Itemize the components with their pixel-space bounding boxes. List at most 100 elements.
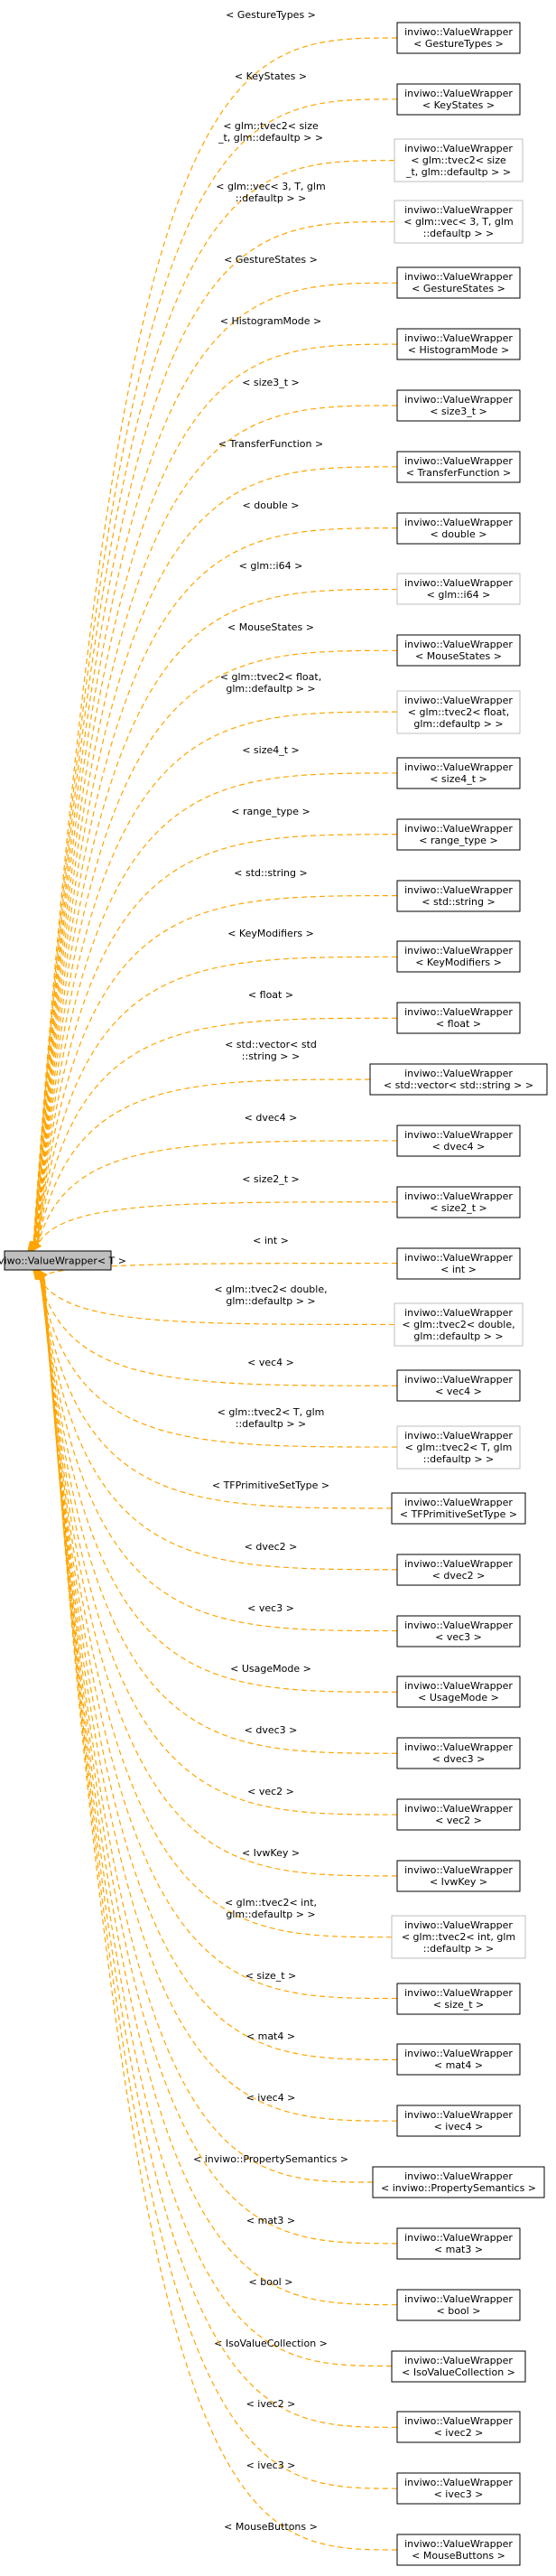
- derived-class-box[interactable]: [391, 1492, 526, 1525]
- derived-class-box[interactable]: [396, 328, 521, 360]
- derived-class-box[interactable]: [391, 1915, 526, 1959]
- derived-class-box[interactable]: [396, 1675, 521, 1708]
- derived-class-node[interactable]: inviwo::ValueWrapper< KeyStates >: [396, 83, 521, 116]
- derived-class-node[interactable]: inviwo::ValueWrapper< dvec2 >: [396, 1554, 521, 1586]
- derived-class-label: < KeyStates >: [422, 99, 495, 111]
- derived-class-node[interactable]: inviwo::ValueWrapper< mat3 >: [396, 2227, 521, 2260]
- derived-class-node[interactable]: inviwo::ValueWrapper< glm::tvec2< double…: [394, 1302, 524, 1347]
- derived-class-box[interactable]: [396, 1737, 521, 1769]
- derived-class-box[interactable]: [396, 880, 521, 912]
- derived-class-node[interactable]: inviwo::ValueWrapper< dvec3 >: [396, 1737, 521, 1769]
- derived-class-box[interactable]: [396, 1798, 521, 1831]
- edge-label: < MouseButtons >: [224, 2521, 318, 2533]
- derived-class-box[interactable]: [396, 757, 521, 789]
- derived-class-box[interactable]: [396, 389, 521, 422]
- derived-class-node[interactable]: inviwo::ValueWrapper< double >: [396, 512, 521, 545]
- derived-class-box[interactable]: [372, 2166, 545, 2198]
- derived-class-node[interactable]: inviwo::ValueWrapper< std::vector< std::…: [369, 1063, 548, 1096]
- base-class-box[interactable]: [4, 1250, 112, 1271]
- derived-class-label: < std::vector< std::string > >: [384, 1079, 533, 1091]
- derived-class-box[interactable]: [391, 2350, 526, 2383]
- derived-class-node[interactable]: inviwo::ValueWrapper< vec2 >: [396, 1798, 521, 1831]
- derived-class-box[interactable]: [396, 1186, 521, 1218]
- derived-class-node[interactable]: inviwo::ValueWrapper< range_type >: [396, 818, 521, 851]
- derived-class-box[interactable]: [396, 940, 521, 973]
- derived-class-label: < ivec3 >: [434, 2488, 484, 2500]
- derived-class-node[interactable]: inviwo::ValueWrapper< size3_t >: [396, 389, 521, 422]
- derived-class-box[interactable]: [396, 1983, 521, 2015]
- derived-class-node[interactable]: inviwo::ValueWrapper< UsageMode >: [396, 1675, 521, 1708]
- derived-class-box[interactable]: [394, 1302, 524, 1347]
- derived-class-box[interactable]: [396, 451, 521, 483]
- derived-class-box[interactable]: [396, 1554, 521, 1586]
- derived-class-label: < dvec4 >: [432, 1141, 486, 1153]
- derived-class-node[interactable]: inviwo::ValueWrapper< IsoValueCollection…: [391, 2350, 526, 2383]
- derived-class-node[interactable]: inviwo::ValueWrapper< float >: [396, 1002, 521, 1034]
- derived-class-node[interactable]: inviwo::ValueWrapper< TransferFunction >: [396, 451, 521, 483]
- derived-class-node[interactable]: inviwo::ValueWrapper< glm::tvec2< int, g…: [391, 1915, 526, 1959]
- derived-class-box[interactable]: [396, 512, 521, 545]
- derived-class-box[interactable]: [396, 2043, 521, 2076]
- derived-class-box[interactable]: [396, 266, 521, 299]
- derived-class-box[interactable]: [396, 2472, 521, 2505]
- derived-class-node[interactable]: inviwo::ValueWrapper< glm::tvec2< float,…: [396, 690, 521, 734]
- derived-class-box[interactable]: [396, 818, 521, 851]
- derived-class-node[interactable]: inviwo::ValueWrapper< glm::tvec2< size_t…: [394, 138, 524, 182]
- derived-class-box[interactable]: [394, 138, 524, 182]
- derived-class-box[interactable]: [396, 634, 521, 667]
- derived-class-node[interactable]: inviwo::ValueWrapper< ivec3 >: [396, 2472, 521, 2505]
- derived-class-label: < vec4 >: [435, 1386, 482, 1397]
- derived-class-node[interactable]: inviwo::ValueWrapper< int >: [396, 1247, 521, 1280]
- derived-class-node[interactable]: inviwo::ValueWrapper< GestureStates >: [396, 266, 521, 299]
- derived-class-box[interactable]: [396, 1125, 521, 1157]
- derived-class-box[interactable]: [396, 2227, 521, 2260]
- derived-class-box[interactable]: [396, 2105, 521, 2137]
- derived-class-box[interactable]: [396, 1615, 521, 1647]
- derived-class-node[interactable]: inviwo::ValueWrapper< TFPrimitiveSetType…: [391, 1492, 526, 1525]
- derived-class-node[interactable]: inviwo::ValueWrapper< glm::tvec2< T, glm…: [396, 1425, 521, 1470]
- derived-class-node[interactable]: inviwo::ValueWrapper< ivec4 >: [396, 2105, 521, 2137]
- derived-class-node[interactable]: inviwo::ValueWrapper< IvwKey >: [396, 1860, 521, 1892]
- derived-class-node[interactable]: inviwo::ValueWrapper< size_t >: [396, 1983, 521, 2015]
- inheritance-arrowhead: [38, 1269, 48, 1280]
- derived-class-node[interactable]: inviwo::ValueWrapper< HistogramMode >: [396, 328, 521, 360]
- derived-class-box[interactable]: [396, 83, 521, 116]
- derived-class-node[interactable]: inviwo::ValueWrapper< size2_t >: [396, 1186, 521, 1218]
- derived-class-box[interactable]: [396, 690, 521, 734]
- derived-class-box[interactable]: [396, 1425, 521, 1470]
- derived-class-node[interactable]: inviwo::ValueWrapper< mat4 >: [396, 2043, 521, 2076]
- derived-class-node[interactable]: inviwo::ValueWrapper< bool >: [396, 2289, 521, 2321]
- derived-class-node[interactable]: inviwo::ValueWrapper< glm::i64 >: [396, 573, 521, 605]
- derived-class-node[interactable]: inviwo::ValueWrapper< KeyModifiers >: [396, 940, 521, 973]
- derived-class-label: inviwo::ValueWrapper: [404, 2477, 513, 2488]
- derived-class-label: < range_type >: [419, 835, 497, 846]
- base-class-node[interactable]: inviwo::ValueWrapper< T >: [0, 1250, 126, 1271]
- derived-class-box[interactable]: [369, 1063, 548, 1096]
- derived-class-node[interactable]: inviwo::ValueWrapper< ivec2 >: [396, 2411, 521, 2443]
- inheritance-edge: [29, 343, 398, 1251]
- derived-class-box[interactable]: [396, 573, 521, 605]
- derived-class-label: < int >: [440, 1264, 477, 1275]
- derived-class-node[interactable]: inviwo::ValueWrapper< std::string >: [396, 880, 521, 912]
- derived-class-box[interactable]: [396, 1369, 521, 1402]
- derived-class-box[interactable]: [396, 2411, 521, 2443]
- derived-class-box[interactable]: [396, 1247, 521, 1280]
- derived-class-node[interactable]: inviwo::ValueWrapper< vec4 >: [396, 1369, 521, 1402]
- derived-class-box[interactable]: [396, 2289, 521, 2321]
- derived-class-box[interactable]: [396, 2534, 521, 2566]
- derived-class-node[interactable]: inviwo::ValueWrapper< GestureTypes >: [396, 22, 521, 54]
- derived-class-box[interactable]: [396, 1860, 521, 1892]
- derived-class-node[interactable]: inviwo::ValueWrapper< glm::vec< 3, T, gl…: [394, 200, 524, 244]
- derived-class-label: < ivec2 >: [434, 2427, 484, 2439]
- derived-class-node[interactable]: inviwo::ValueWrapper< vec3 >: [396, 1615, 521, 1647]
- derived-class-node[interactable]: inviwo::ValueWrapper< size4_t >: [396, 757, 521, 789]
- derived-class-node[interactable]: inviwo::ValueWrapper< MouseStates >: [396, 634, 521, 667]
- derived-class-box[interactable]: [394, 200, 524, 244]
- derived-class-box[interactable]: [396, 22, 521, 54]
- derived-class-node[interactable]: inviwo::ValueWrapper< dvec4 >: [396, 1125, 521, 1157]
- derived-class-node[interactable]: inviwo::ValueWrapper< MouseButtons >: [396, 2534, 521, 2566]
- edge-label: ::defaultp > >: [236, 192, 307, 204]
- derived-class-node[interactable]: inviwo::ValueWrapper< inviwo::PropertySe…: [372, 2166, 545, 2198]
- derived-class-box[interactable]: [396, 1002, 521, 1034]
- derived-class-label: < KeyModifiers >: [415, 957, 502, 968]
